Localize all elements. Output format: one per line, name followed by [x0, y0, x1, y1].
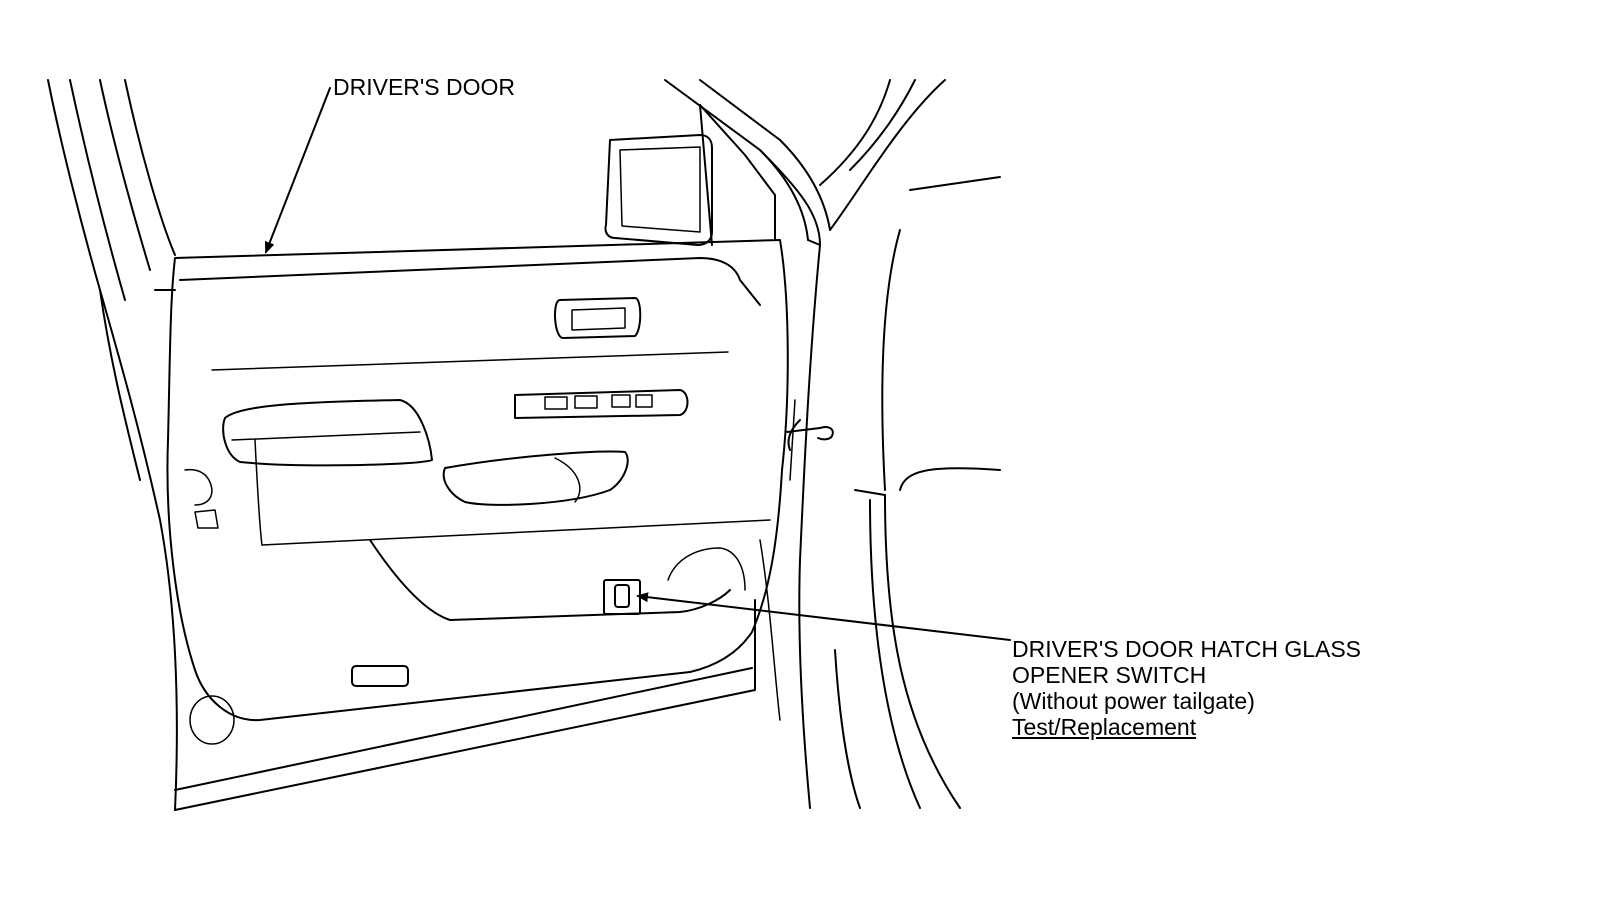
leader-lines	[264, 87, 1011, 641]
test-replacement-link[interactable]: Test/Replacement	[1012, 714, 1197, 740]
drivers-door-leader	[264, 87, 331, 254]
side-mirror	[604, 104, 776, 246]
drivers-door-label: DRIVER'S DOOR	[333, 74, 516, 100]
switch-leader	[636, 592, 1011, 641]
door-frame	[47, 79, 756, 811]
hatch-glass-switch-callout: DRIVER'S DOOR HATCH GLASS OPENER SWITCH …	[1012, 636, 1361, 740]
body-pillar	[664, 79, 1001, 809]
door-panel	[166, 239, 789, 722]
switch-label-line1: DRIVER'S DOOR HATCH GLASS	[1012, 636, 1362, 662]
switch-label-line2: OPENER SWITCH	[1012, 662, 1207, 688]
switch-note: (Without power tailgate)	[1012, 688, 1255, 714]
